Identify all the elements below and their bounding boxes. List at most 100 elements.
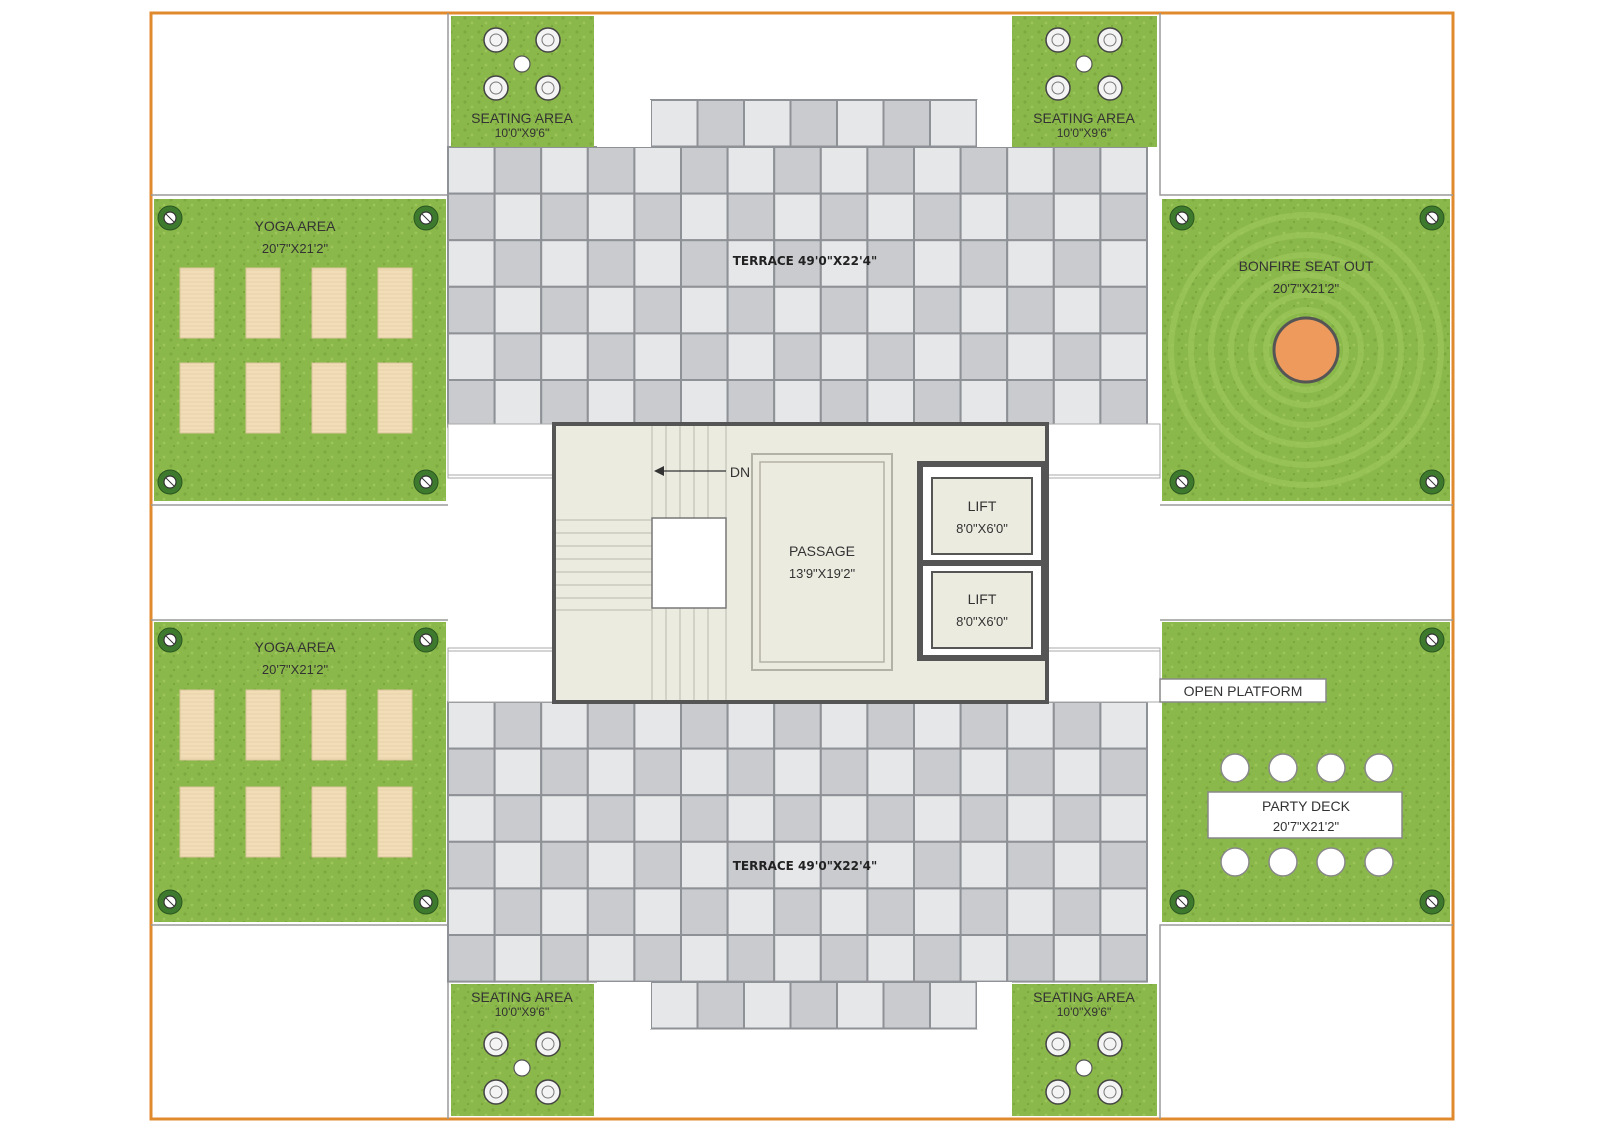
floor-tile xyxy=(680,239,729,288)
floor-tile xyxy=(447,239,496,288)
seating-cluster xyxy=(483,1031,561,1105)
floor-tile xyxy=(540,840,589,890)
floor-tile xyxy=(913,794,962,843)
party-table xyxy=(1268,753,1298,783)
floor-tile xyxy=(633,840,683,890)
party-table xyxy=(1220,753,1250,783)
terrace-notch xyxy=(597,100,651,147)
yoga-mat xyxy=(179,267,215,339)
floor-tile xyxy=(1099,332,1149,381)
floor-tile xyxy=(633,379,683,428)
floor-tile xyxy=(959,146,1009,195)
floor-tile xyxy=(959,285,1009,335)
yoga-mat xyxy=(311,267,347,339)
chair-icon xyxy=(483,75,509,101)
floor-tile xyxy=(959,192,1009,242)
party-table xyxy=(1364,753,1394,783)
yoga-mat xyxy=(179,786,215,858)
yoga-top-dim: 20'7"X21'2" xyxy=(262,241,329,256)
yoga-mat xyxy=(311,786,347,858)
plant-icon xyxy=(157,889,183,915)
plant-icon xyxy=(1419,205,1445,231)
seating-bl-label: SEATING AREA xyxy=(471,989,573,1005)
yoga-mats xyxy=(179,267,413,858)
floor-tile xyxy=(959,747,1009,797)
floor-tile xyxy=(819,146,869,195)
floor-tile xyxy=(866,934,916,983)
floor-tile xyxy=(447,887,496,937)
floor-tile xyxy=(866,332,916,381)
terrace-bottom xyxy=(447,701,1149,1030)
floor-tile xyxy=(540,379,589,428)
floor-tile xyxy=(633,332,683,381)
floor-tile xyxy=(1052,379,1102,428)
side-table xyxy=(1075,55,1093,73)
chair-seat xyxy=(1051,33,1065,47)
yoga-mat xyxy=(245,362,281,434)
chair-icon xyxy=(1045,27,1071,53)
floor-tile xyxy=(866,379,916,428)
floor-tile xyxy=(913,192,962,242)
terrace-bottom-label: TERRACE 49'0"X22'4" xyxy=(733,859,878,873)
floor-tile xyxy=(726,840,776,890)
chair-seat xyxy=(541,33,555,47)
floor-tile xyxy=(866,192,916,242)
floor-tile xyxy=(1099,146,1149,195)
floor-tile xyxy=(773,701,822,750)
plant-icon xyxy=(1169,205,1195,231)
floor-tile xyxy=(586,379,636,428)
floor-tile xyxy=(633,701,683,750)
seating-area-bl-lawn xyxy=(451,984,594,1116)
floor-tile xyxy=(773,332,822,381)
floor-tile xyxy=(819,794,869,843)
floor-tile xyxy=(866,887,916,937)
floor-tile xyxy=(447,794,496,843)
floor-tile xyxy=(959,332,1009,381)
plants xyxy=(157,205,1445,915)
seating-area-tr-lawn xyxy=(1012,16,1157,147)
plant-icon xyxy=(1419,469,1445,495)
stair-well xyxy=(651,517,727,609)
floor-tile xyxy=(696,99,745,148)
floor-tile xyxy=(819,285,869,335)
floor-tile xyxy=(819,840,869,890)
party-table xyxy=(1316,753,1346,783)
staircase xyxy=(556,426,727,700)
floor-tile xyxy=(913,146,962,195)
floor-tile xyxy=(1006,285,1055,335)
floor-tile xyxy=(1052,332,1102,381)
floor-tile xyxy=(447,840,496,890)
chair-seat xyxy=(1103,1037,1117,1051)
floor-tile xyxy=(586,794,636,843)
floor-tile xyxy=(743,981,792,1030)
floor-tile xyxy=(447,934,496,983)
plant-icon xyxy=(1419,627,1445,653)
floor-tile xyxy=(913,332,962,381)
floor-tile xyxy=(913,887,962,937)
bonfire-dim: 20'7"X21'2" xyxy=(1273,281,1340,296)
floor-tile xyxy=(882,99,931,148)
chair-icon xyxy=(535,75,561,101)
floor-tile xyxy=(586,840,636,890)
floor-tile xyxy=(633,146,683,195)
chair-icon xyxy=(535,27,561,53)
floor-tile xyxy=(633,192,683,242)
floor-tile xyxy=(680,701,729,750)
chair-icon xyxy=(1097,27,1123,53)
floor-tile xyxy=(586,747,636,797)
seating-tr-dim: 10'0"X9'6" xyxy=(1057,126,1111,140)
floor-tile xyxy=(650,99,699,148)
floor-tile xyxy=(540,934,589,983)
chair-seat xyxy=(541,1037,555,1051)
floor-tile xyxy=(586,192,636,242)
floor-tile xyxy=(959,840,1009,890)
floor-tile xyxy=(540,285,589,335)
floor-tile xyxy=(447,192,496,242)
yoga-mat xyxy=(377,689,413,761)
plant-icon xyxy=(413,627,439,653)
chair-icon xyxy=(535,1031,561,1057)
floor-tile xyxy=(726,192,776,242)
party-table xyxy=(1268,847,1298,877)
central-core: DN PASSAGE 13'9"X19'2" LIFT 8'0"X6'0" LI… xyxy=(552,422,1049,704)
party-deck-label: PARTY DECK xyxy=(1262,798,1351,814)
